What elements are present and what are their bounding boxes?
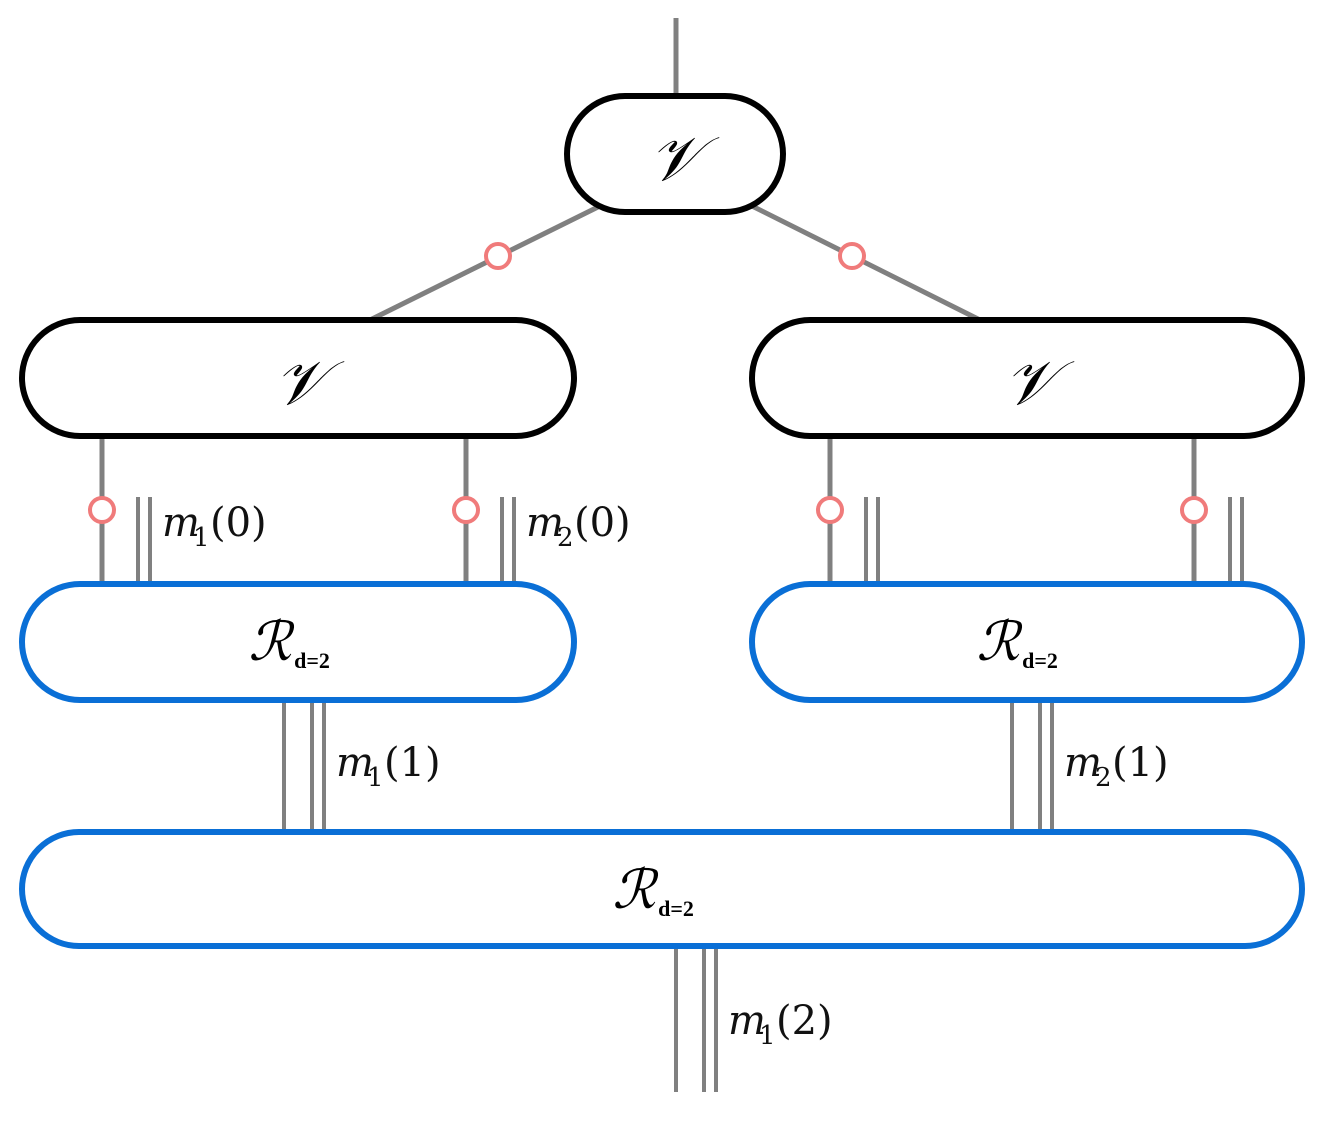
svg-text:2: 2 [557, 523, 574, 553]
label-m1-2: m 1 (2) [728, 998, 833, 1051]
label-m1-1: m 1 (1) [336, 740, 441, 793]
classical-wire-triple [674, 946, 718, 1092]
branch-wire-left [368, 203, 602, 323]
v-node-right: 𝒱 [749, 317, 1305, 439]
svg-text:1: 1 [759, 1021, 776, 1051]
svg-text:m: m [1064, 740, 1102, 786]
label-m2-0: m 2 (0) [526, 500, 631, 553]
classical-wire-double [864, 497, 880, 584]
classical-wire-double [500, 497, 516, 584]
svg-text:m: m [728, 998, 766, 1044]
svg-text:m: m [336, 740, 374, 786]
r-node-symbol: ℛ [248, 610, 295, 673]
measurement-marker [838, 242, 866, 270]
branch-wire-right [750, 203, 982, 323]
svg-text:(1): (1) [384, 740, 441, 786]
r-node-subscript: d=2 [1022, 648, 1058, 673]
classical-wire-triple [282, 700, 326, 832]
r-node-symbol: ℛ [612, 858, 659, 921]
svg-text:1: 1 [193, 523, 210, 553]
classical-wire-double [136, 497, 152, 584]
svg-text:(1): (1) [1112, 740, 1169, 786]
v-node-top: 𝒱 [564, 93, 786, 215]
measurement-marker [88, 496, 116, 524]
classical-wire-double [1228, 497, 1244, 584]
label-m2-1: m 2 (1) [1064, 740, 1169, 793]
measurement-marker [1180, 496, 1208, 524]
measurement-marker [452, 496, 480, 524]
r-node-subscript: d=2 [294, 648, 330, 673]
r-node-left: ℛ d=2 [19, 581, 577, 703]
r-node-subscript: d=2 [658, 896, 694, 921]
v-node-left: 𝒱 [19, 317, 577, 439]
svg-text:(0): (0) [574, 500, 631, 546]
svg-text:1: 1 [367, 763, 384, 793]
svg-text:(0): (0) [210, 500, 267, 546]
classical-wire-triple [1010, 700, 1054, 832]
r-node-right: ℛ d=2 [749, 581, 1305, 703]
measurement-marker [816, 496, 844, 524]
svg-text:m: m [162, 500, 200, 546]
measurement-marker [484, 242, 512, 270]
svg-text:2: 2 [1095, 763, 1112, 793]
r-node-symbol: ℛ [976, 610, 1023, 673]
label-m1-0: m 1 (0) [162, 500, 267, 553]
r-node-bottom: ℛ d=2 [19, 829, 1305, 949]
svg-text:m: m [526, 500, 564, 546]
svg-text:(2): (2) [776, 998, 833, 1044]
